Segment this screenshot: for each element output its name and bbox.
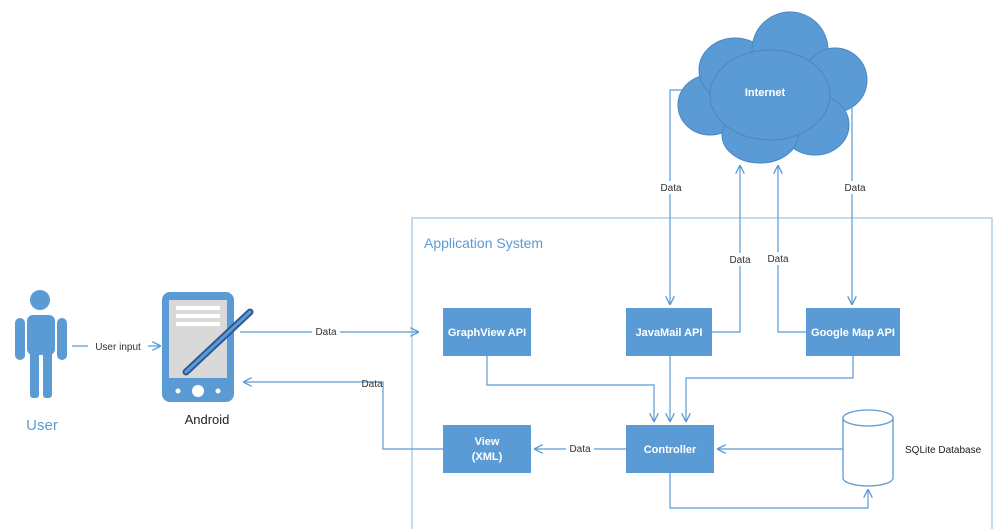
edge-label-internet-to-javamail: Data <box>660 183 682 194</box>
controller-box <box>626 425 714 473</box>
sqlite-database-label: SQLite Database <box>905 445 982 456</box>
edge-googlemap-to-controller <box>686 356 854 421</box>
javamail-api-label: JavaMail API <box>636 327 703 339</box>
edge-graphview-to-controller <box>486 356 654 421</box>
sqlite-database-icon <box>842 409 894 487</box>
view-xml-label-line1: View <box>475 436 500 448</box>
user-icon <box>15 290 67 398</box>
edge-view-to-android <box>244 382 443 450</box>
application-system-frame <box>411 217 993 529</box>
edge-label-javamail-to-internet: Data <box>729 255 751 266</box>
controller-label: Controller <box>644 444 697 456</box>
edge-label-internet-to-googlemap: Data <box>844 183 866 194</box>
stylus-icon <box>182 308 254 376</box>
googlemap-api-box <box>806 308 900 356</box>
edge-label-view-to-android: Data <box>361 379 383 390</box>
application-system-title: Application System <box>424 235 543 251</box>
edge-label-user-input: User input <box>95 342 141 353</box>
edge-internet-to-javamail <box>670 89 690 304</box>
edge-internet-to-googlemap <box>835 89 852 304</box>
edge-googlemap-to-internet <box>778 166 806 333</box>
edge-controller-to-database <box>669 473 868 509</box>
javamail-api-box <box>626 308 712 356</box>
internet-cloud-icon <box>677 11 868 164</box>
graphview-api-label: GraphView API <box>448 327 526 339</box>
googlemap-api-label: Google Map API <box>811 327 895 339</box>
view-xml-label-line2: (XML) <box>472 451 503 463</box>
internet-label: Internet <box>745 87 786 99</box>
graphview-api-box <box>443 308 531 356</box>
edge-label-android-to-system: Data <box>315 327 337 338</box>
view-xml-box <box>443 425 531 473</box>
edge-javamail-to-internet <box>712 166 740 333</box>
user-label: User <box>26 417 58 434</box>
android-device-icon <box>162 292 234 402</box>
android-label: Android <box>185 412 230 427</box>
edge-label-controller-to-view: Data <box>569 444 591 455</box>
edge-label-googlemap-to-internet: Data <box>767 254 789 265</box>
